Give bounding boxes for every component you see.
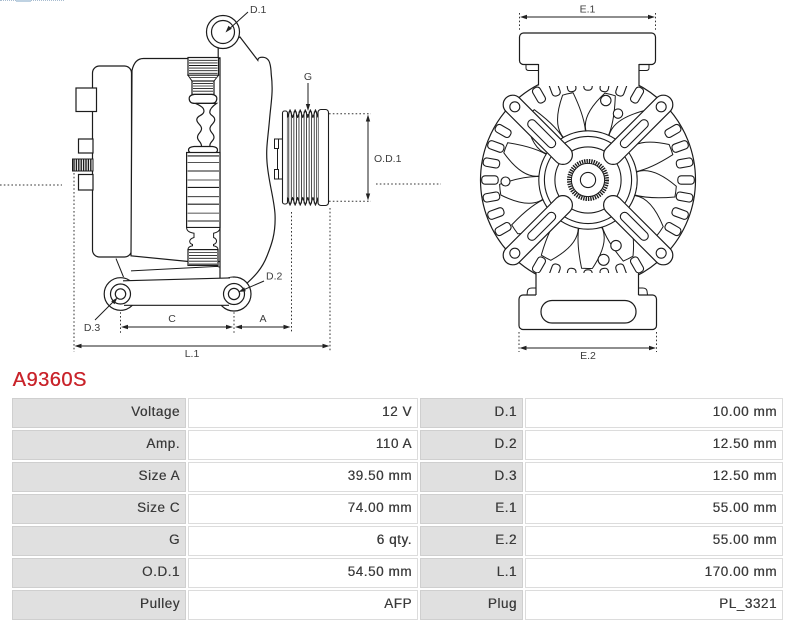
svg-text:L.1: L.1 [185,348,200,360]
svg-text:D.1: D.1 [250,4,267,16]
svg-text:E.1: E.1 [580,4,596,16]
svg-text:A: A [259,313,266,325]
svg-text:G: G [304,71,312,83]
svg-text:O.D.1: O.D.1 [374,153,402,165]
svg-text:E.2: E.2 [580,350,596,362]
svg-text:D.2: D.2 [266,271,283,283]
svg-text:C: C [168,313,176,325]
svg-text:D.3: D.3 [84,322,101,334]
